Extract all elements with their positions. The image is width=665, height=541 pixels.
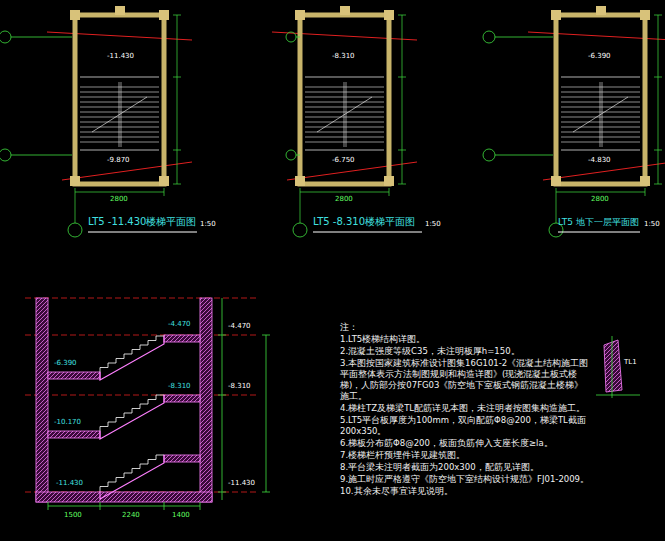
- elevation-mark: -4.830: [588, 156, 611, 164]
- elevation-mark: -8.310: [332, 52, 355, 60]
- stair-plan: [528, 6, 665, 237]
- note-line: 5.LT5平台板厚度为100mm，双向配筋Φ8@200，梯梁TL截面200x35…: [340, 415, 590, 437]
- elevation-mark: -6.750: [332, 156, 355, 164]
- elevation-mark: -8.310: [168, 382, 191, 390]
- dimension: 2240: [122, 511, 140, 519]
- dimension: 2800: [591, 195, 609, 203]
- scale-label: 1:50: [644, 220, 660, 228]
- dimension: 2800: [335, 195, 353, 203]
- dimension: 2800: [110, 195, 128, 203]
- note-line: 10.其余未尽事宜详见说明。: [340, 486, 590, 497]
- elevation-mark: -8.310: [228, 382, 251, 390]
- dimension: 1500: [64, 511, 82, 519]
- elevation-mark: -4.470: [228, 322, 251, 330]
- elevation-mark: -11.430: [228, 479, 255, 487]
- note-line: 9.施工时应严格遵守《防空地下室结构设计规范》FJ01-2009。: [340, 474, 590, 485]
- note-line: 3.本图按国家建筑标准设计图集16G101-2《混凝土结构施工图平面整体表示方法…: [340, 358, 590, 402]
- stair-section: [25, 298, 270, 510]
- grid-axes: [0, 31, 553, 161]
- elevation-mark: -6.390: [588, 52, 611, 60]
- dimension: 1400: [172, 511, 190, 519]
- note-line: 1.LT5楼梯结构详图。: [340, 334, 590, 345]
- note-line: 2.混凝土强度等级C35，未注明板厚h=150。: [340, 346, 590, 357]
- view-title: LT5 地下一层平面图: [558, 217, 639, 227]
- scale-label: 1:50: [425, 220, 441, 228]
- stair-plan: [47, 6, 192, 237]
- detail-label: TL1: [624, 358, 637, 366]
- view-title: LT5 -11.430楼梯平面图: [88, 216, 196, 228]
- elevation-mark: -11.430: [107, 52, 134, 60]
- elevation-mark: -10.170: [54, 418, 81, 426]
- elevation-mark: -4.470: [168, 320, 191, 328]
- stair-plan: [272, 6, 417, 237]
- note-line: 注：: [340, 322, 590, 333]
- elevation-mark: -11.430: [56, 479, 83, 487]
- note-line: 7.楼梯栏杆预埋件详见建筑图。: [340, 450, 590, 461]
- title-underline: [88, 232, 640, 233]
- note-line: 4.梯柱TZ及梯梁TL配筋详见本图，未注明者按图集构造施工。: [340, 403, 590, 414]
- note-line: 8.平台梁未注明者截面为200x300，配筋见详图。: [340, 462, 590, 473]
- elevation-mark: -6.390: [54, 359, 77, 367]
- view-title: LT5 -8.310楼梯平面图: [313, 216, 415, 228]
- scale-label: 1:50: [200, 220, 216, 228]
- detail-sketch: [596, 336, 640, 398]
- elevation-mark: -9.870: [107, 156, 130, 164]
- note-line: 6.梯板分布筋Φ8@200，板面负筋伸入支座长度≥la。: [340, 438, 590, 449]
